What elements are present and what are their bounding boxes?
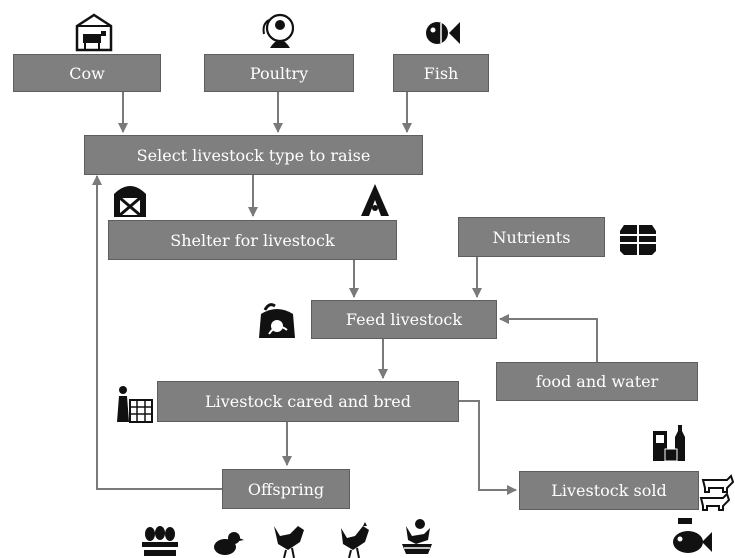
feed-bag-icon [259, 303, 295, 338]
rooster-icon [341, 522, 369, 558]
arrow-offspring-select [92, 175, 222, 490]
node-nutrients: Nutrients [458, 217, 605, 257]
dairy-products-icon [653, 425, 685, 462]
eggs-icon [142, 526, 178, 556]
farmer-cage-icon [117, 386, 153, 423]
node-feed-livestock: Feed livestock [311, 300, 497, 339]
chicken-coop-icon [361, 184, 389, 216]
node-food-and-water: food and water [496, 362, 698, 401]
arrow-cared-sold [459, 400, 517, 495]
node-fish: Fish [393, 54, 489, 92]
hen-nest-icon [402, 519, 432, 554]
node-livestock-sold: Livestock sold [519, 471, 699, 510]
hen-icon [274, 526, 304, 558]
feed-supplement-icon [620, 225, 656, 255]
barn-icon [114, 186, 146, 217]
chick-icon [214, 532, 244, 555]
cattle-icon [699, 474, 735, 511]
fish-icon [426, 22, 460, 44]
barn-cow-icon [75, 13, 113, 52]
fish-food-icon [673, 518, 712, 553]
node-poultry: Poultry [204, 54, 354, 92]
node-cow: Cow [13, 54, 161, 92]
arrow-foodwater-feed [499, 314, 598, 362]
node-shelter: Shelter for livestock [108, 220, 397, 260]
node-offspring: Offspring [222, 469, 350, 509]
node-select-livestock: Select livestock type to raise [84, 135, 423, 175]
poultry-farmer-icon [262, 13, 295, 48]
node-cared-bred: Livestock cared and bred [157, 381, 459, 422]
